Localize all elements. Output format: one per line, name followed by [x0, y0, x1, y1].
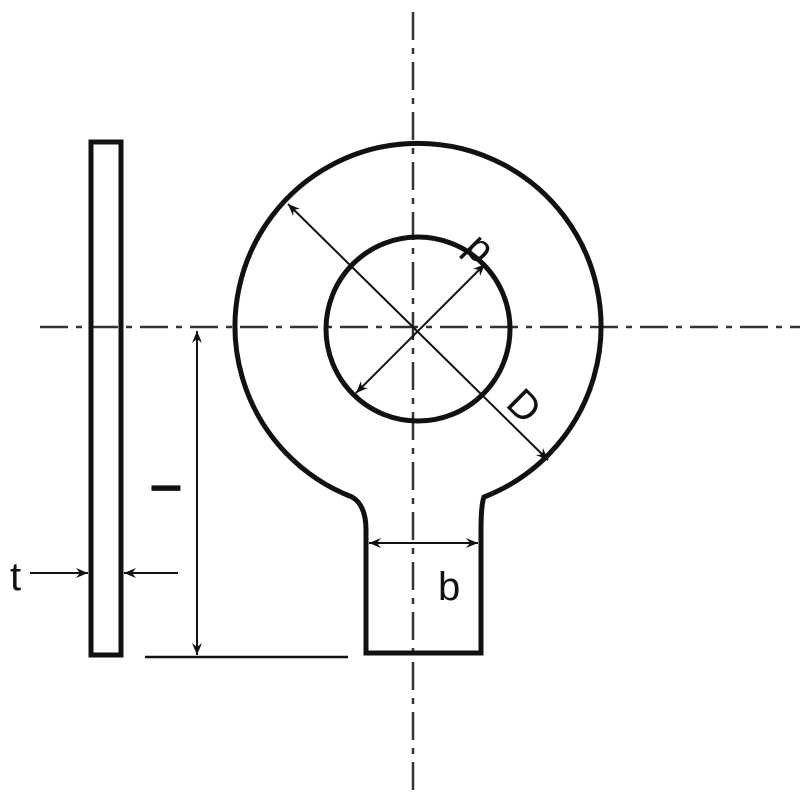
- label-t: t: [10, 555, 21, 599]
- label-d: d: [453, 228, 500, 275]
- side-view-washer: [88, 139, 124, 658]
- label-b: b: [438, 565, 460, 609]
- label-l: l: [146, 482, 190, 493]
- washer-outline: [232, 140, 604, 656]
- inner-diameter-dimension: [355, 263, 486, 394]
- label-D: D: [498, 381, 550, 433]
- inner-hole: [323, 234, 513, 424]
